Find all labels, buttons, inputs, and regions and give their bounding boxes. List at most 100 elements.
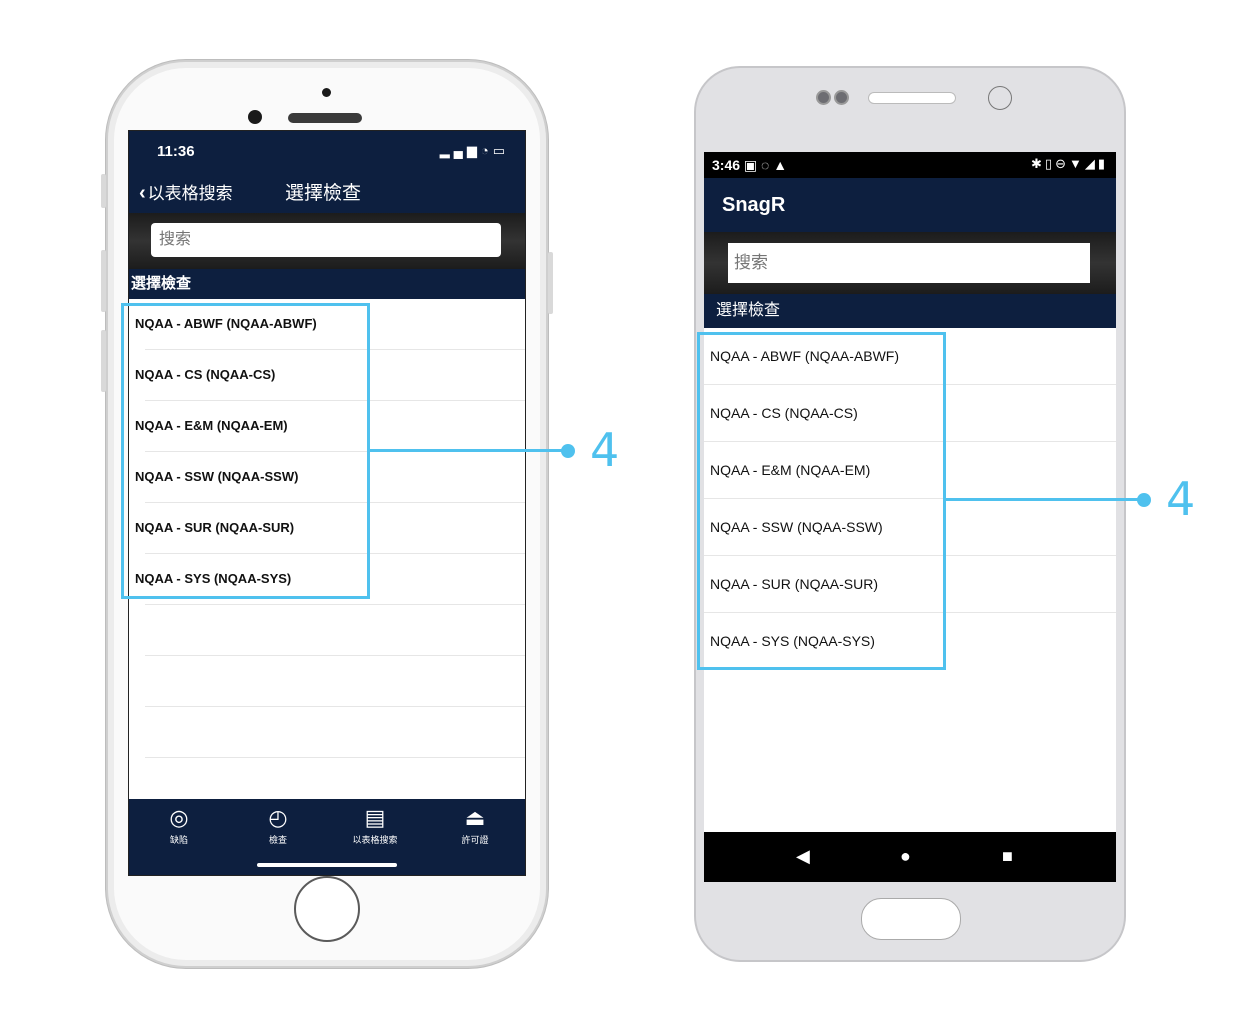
callout-number: 4 bbox=[590, 423, 620, 477]
tab-inspection[interactable]: ◴ 檢查 bbox=[238, 805, 318, 846]
ios-navigation-bar: ‹以表格搜索 選擇檢查 bbox=[129, 171, 525, 213]
battery-icon: ▮ bbox=[1097, 156, 1108, 171]
battery-icon: ▭ bbox=[492, 143, 509, 158]
search-input[interactable] bbox=[151, 223, 501, 257]
list-item[interactable]: NQAA - ABWF (NQAA-ABWF) bbox=[704, 328, 1116, 385]
proximity-sensor bbox=[322, 88, 331, 97]
signal-icon: ◢ bbox=[1084, 156, 1098, 171]
warning-icon: ▲ bbox=[773, 157, 788, 173]
section-header: 選擇檢查 bbox=[704, 294, 1116, 328]
chevron-left-icon: ‹ bbox=[139, 182, 146, 204]
list-item-label: NQAA - SYS (NQAA-SYS) bbox=[135, 571, 292, 586]
tab-bar: ◎ 缺陷 ◴ 檢查 ▤ 以表格搜索 ⏏ 許可證 bbox=[129, 799, 525, 875]
image-icon: ▣ bbox=[743, 157, 758, 173]
empty-row bbox=[145, 656, 525, 707]
status-time: 3:46 ▣ ◌ ▲ bbox=[712, 157, 787, 174]
empty-row bbox=[145, 605, 525, 656]
gauge-icon: ◴ bbox=[268, 805, 288, 830]
tab-permits[interactable]: ⏏ 許可證 bbox=[435, 805, 515, 846]
app-bar: SnagR bbox=[704, 178, 1116, 232]
volume-up-button bbox=[101, 250, 106, 312]
list-item-label: NQAA - SYS (NQAA-SYS) bbox=[710, 633, 875, 649]
whatsapp-icon: ◌ bbox=[761, 157, 770, 173]
leader-dot bbox=[561, 444, 575, 458]
vibrate-icon: ▯ bbox=[1044, 156, 1056, 171]
list-item[interactable]: NQAA - SSW (NQAA-SSW) bbox=[135, 452, 525, 503]
ios-status-bar: 11:36 ▂▄▆◔▭ bbox=[129, 131, 525, 171]
back-button[interactable]: ‹以表格搜索 bbox=[139, 179, 233, 205]
list-item-label: NQAA - CS (NQAA-CS) bbox=[710, 405, 858, 421]
earpiece-speaker bbox=[288, 113, 362, 123]
list-item-label: NQAA - SUR (NQAA-SUR) bbox=[135, 520, 295, 535]
sensor-dot bbox=[816, 90, 831, 105]
list-item-label: NQAA - E&M (NQAA-EM) bbox=[710, 462, 871, 478]
recents-square-icon[interactable]: ■ bbox=[1002, 846, 1013, 866]
android-nav-bar: ◀ ● ■ bbox=[704, 832, 1116, 882]
list-item[interactable]: NQAA - SYS (NQAA-SYS) bbox=[135, 554, 525, 605]
list-item-label: NQAA - E&M (NQAA-EM) bbox=[135, 418, 288, 433]
list-item-label: NQAA - ABWF (NQAA-ABWF) bbox=[710, 348, 900, 364]
inspection-list: NQAA - ABWF (NQAA-ABWF) NQAA - CS (NQAA-… bbox=[704, 328, 1116, 669]
back-triangle-icon[interactable]: ◀ bbox=[796, 846, 810, 866]
list-item[interactable]: NQAA - ABWF (NQAA-ABWF) bbox=[135, 299, 525, 350]
home-key[interactable] bbox=[861, 898, 961, 940]
earpiece-speaker bbox=[868, 92, 956, 104]
tab-label: 缺陷 bbox=[169, 835, 188, 845]
list-item[interactable]: NQAA - CS (NQAA-CS) bbox=[704, 385, 1116, 442]
list-item-label: NQAA - SSW (NQAA-SSW) bbox=[135, 469, 299, 484]
status-time-text: 3:46 bbox=[712, 157, 741, 173]
bluetooth-icon: ✱ bbox=[1031, 156, 1045, 171]
wifi-icon: ◔ bbox=[480, 143, 493, 158]
status-icons: ▂▄▆◔▭ bbox=[440, 143, 509, 159]
tab-label: 許可證 bbox=[461, 835, 489, 845]
power-button bbox=[548, 252, 553, 314]
tab-label: 以表格搜索 bbox=[352, 835, 398, 845]
search-bar bbox=[704, 232, 1116, 294]
android-device-frame: 3:46 ▣ ◌ ▲ ✱▯⊖▼◢▮ SnagR 選擇檢查 NQAA - ABWF… bbox=[694, 66, 1126, 962]
app-title: SnagR bbox=[722, 194, 786, 216]
search-input[interactable] bbox=[728, 243, 1090, 283]
volume-down-button bbox=[101, 330, 106, 392]
android-screen: 3:46 ▣ ◌ ▲ ✱▯⊖▼◢▮ SnagR 選擇檢查 NQAA - ABWF… bbox=[704, 152, 1116, 882]
front-camera bbox=[988, 86, 1012, 110]
home-indicator bbox=[257, 863, 397, 867]
tab-label: 檢查 bbox=[268, 835, 287, 845]
sensor-dot bbox=[834, 90, 849, 105]
list-item[interactable]: NQAA - SUR (NQAA-SUR) bbox=[135, 503, 525, 554]
callout-number: 4 bbox=[1166, 472, 1196, 526]
front-camera bbox=[248, 110, 262, 124]
wifi-icon: ▼ bbox=[1068, 156, 1085, 171]
search-bar bbox=[129, 213, 525, 269]
tab-defects[interactable]: ◎ 缺陷 bbox=[139, 805, 219, 846]
signal-icon: ▂▄▆ bbox=[439, 143, 481, 158]
android-status-bar: 3:46 ▣ ◌ ▲ ✱▯⊖▼◢▮ bbox=[704, 152, 1116, 178]
list-item[interactable]: NQAA - E&M (NQAA-EM) bbox=[135, 401, 525, 452]
list-item[interactable]: NQAA - SYS (NQAA-SYS) bbox=[704, 613, 1116, 669]
section-header: 選擇檢查 bbox=[129, 269, 525, 299]
status-icons: ✱▯⊖▼◢▮ bbox=[1031, 156, 1108, 172]
highlight-box bbox=[121, 303, 370, 599]
sensor-dots bbox=[816, 90, 852, 110]
list-item[interactable]: NQAA - SSW (NQAA-SSW) bbox=[704, 499, 1116, 556]
leader-dot bbox=[1137, 493, 1151, 507]
iphone-device-frame: 11:36 ▂▄▆◔▭ ‹以表格搜索 選擇檢查 選擇檢查 NQAA - ABWF… bbox=[101, 60, 553, 968]
back-label: 以表格搜索 bbox=[147, 184, 233, 203]
home-button[interactable] bbox=[294, 876, 360, 942]
list-item[interactable]: NQAA - CS (NQAA-CS) bbox=[135, 350, 525, 401]
list-item-label: NQAA - ABWF (NQAA-ABWF) bbox=[135, 316, 317, 331]
ios-screen: 11:36 ▂▄▆◔▭ ‹以表格搜索 選擇檢查 選擇檢查 NQAA - ABWF… bbox=[128, 130, 526, 876]
home-circle-icon[interactable]: ● bbox=[900, 846, 911, 866]
location-pin-icon: ◎ bbox=[169, 805, 189, 830]
leader-line bbox=[370, 449, 566, 452]
page-title: 選擇檢查 bbox=[285, 183, 362, 204]
dnd-icon: ⊖ bbox=[1055, 156, 1069, 171]
inspection-list: NQAA - ABWF (NQAA-ABWF) NQAA - CS (NQAA-… bbox=[129, 299, 525, 758]
status-time: 11:36 bbox=[157, 143, 195, 160]
tab-form-search[interactable]: ▤ 以表格搜索 bbox=[335, 805, 415, 846]
list-item-label: NQAA - SUR (NQAA-SUR) bbox=[710, 576, 879, 592]
highlight-box bbox=[697, 332, 946, 670]
empty-row bbox=[145, 707, 525, 758]
list-item[interactable]: NQAA - SUR (NQAA-SUR) bbox=[704, 556, 1116, 613]
list-item[interactable]: NQAA - E&M (NQAA-EM) bbox=[704, 442, 1116, 499]
inbox-download-icon: ⏏ bbox=[464, 805, 486, 830]
